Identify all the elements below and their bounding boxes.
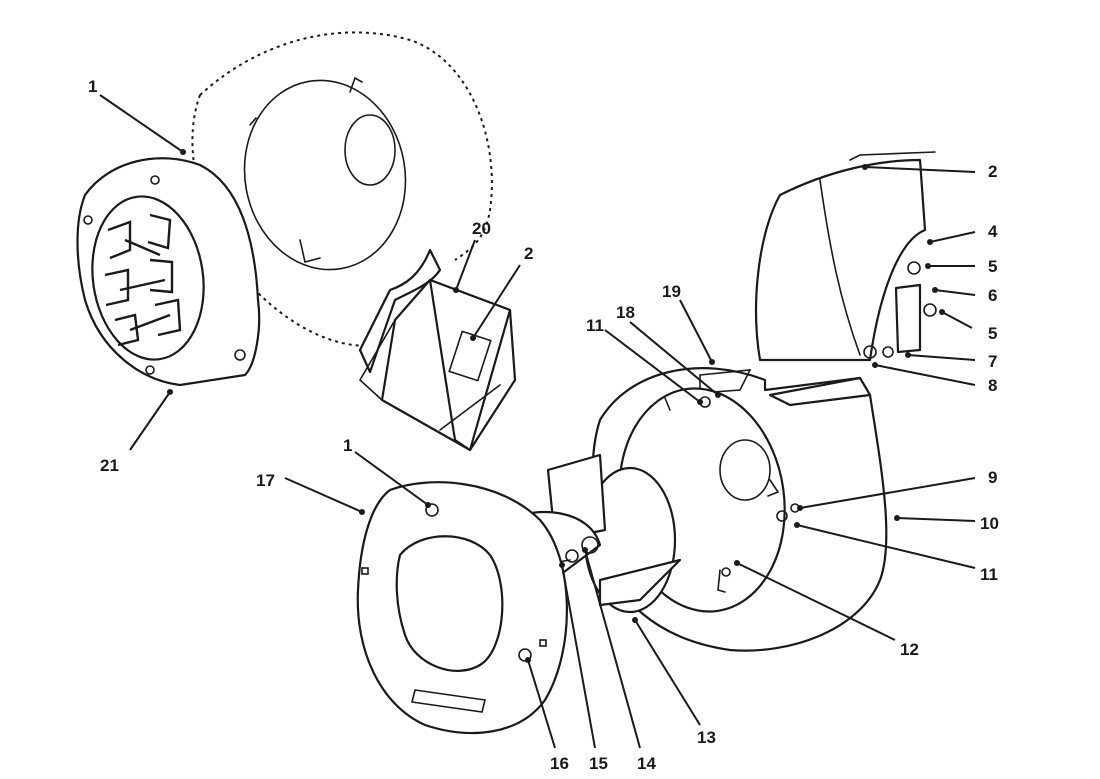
callout-labels: 1 2 20 2 4 5 6 5 7 8 19 18 11 21 1 17 9 … [88,77,999,773]
callout-18: 18 [616,303,635,322]
callout-13: 13 [697,728,716,747]
callout-2-mid: 2 [524,244,533,263]
callout-5-b: 5 [988,324,997,343]
callout-7: 7 [988,352,997,371]
callout-5-a: 5 [988,257,997,276]
grille-cover [76,157,261,387]
callout-9: 9 [988,468,997,487]
callout-21: 21 [100,456,119,475]
leader-lines [99,94,976,749]
deflector-assembly [754,151,937,362]
callout-16: 16 [550,754,569,773]
callout-11-a: 11 [586,316,604,335]
discharge-chute [358,278,517,452]
callout-14: 14 [637,754,656,773]
callout-4: 4 [988,222,998,241]
callout-15: 15 [589,754,608,773]
callout-19: 19 [662,282,681,301]
callout-1-bottom: 1 [343,436,352,455]
callout-17: 17 [256,471,275,490]
grille-mesh [104,213,182,347]
callout-20: 20 [472,219,491,238]
callout-8: 8 [988,376,997,395]
callout-11-b: 11 [980,565,998,584]
callout-1-top: 1 [88,77,97,96]
callout-12: 12 [900,640,919,659]
callout-6: 6 [988,286,997,305]
front-plate [356,481,568,735]
callout-10: 10 [980,514,999,533]
callout-2-right: 2 [988,162,997,181]
